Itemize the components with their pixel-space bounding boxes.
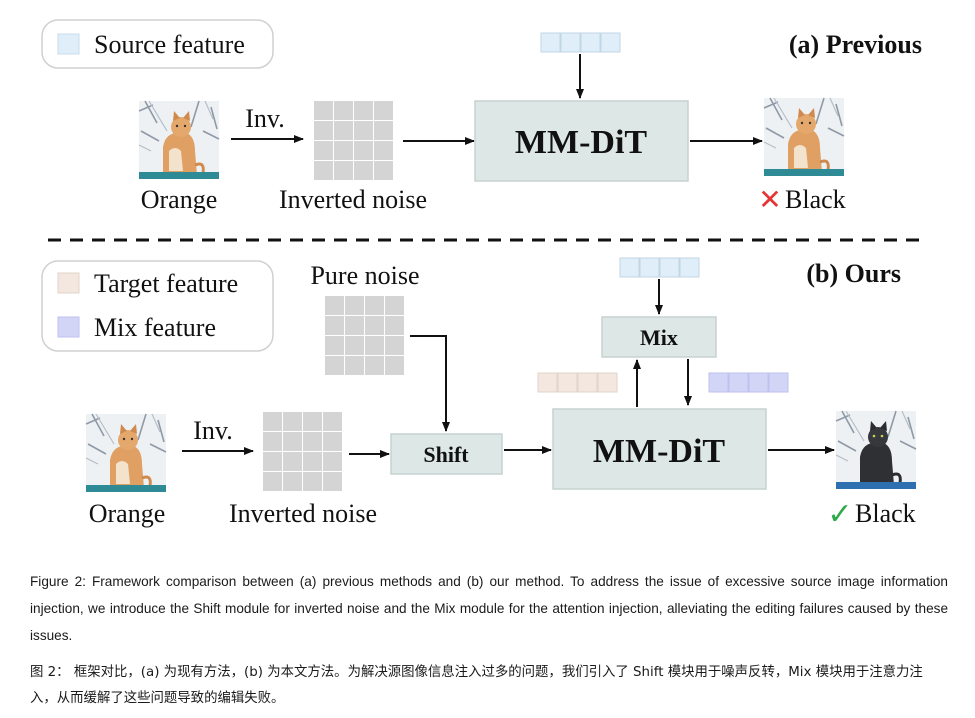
inverted-noise-grid	[314, 101, 393, 180]
cross-icon: ✕	[758, 183, 781, 216]
legend-bottom: Target feature Mix feature	[41, 260, 274, 352]
check-icon: ✓	[827, 497, 852, 532]
input-cat-orange-image-b	[84, 412, 168, 494]
mix-module	[601, 316, 717, 358]
legend-frame	[41, 260, 274, 352]
target-feature-label: Target feature	[94, 269, 238, 298]
panel-b-title: (b) Ours	[806, 259, 901, 288]
legend-top: Source feature	[41, 19, 274, 69]
shift-label: Shift	[423, 442, 469, 467]
source-feature-swatch	[57, 33, 80, 55]
legend-frame	[41, 19, 274, 69]
target-feature-tokens	[537, 372, 618, 393]
mix-source-tokens	[619, 257, 700, 278]
mm-dit-label-b: MM-DiT	[593, 433, 726, 470]
framework-diagram: Source feature (a) Previous Orange Inv. …	[41, 19, 922, 532]
inversion-label: Inv.	[245, 104, 284, 133]
figure-caption-english: Figure 2: Framework comparison between (…	[30, 574, 948, 643]
input-label-b: Orange	[89, 499, 166, 528]
pure-noise-label: Pure noise	[310, 261, 419, 290]
output-cat-black-image	[834, 409, 918, 491]
mm-dit-block-b	[552, 408, 767, 490]
mm-dit-block-a	[474, 100, 689, 182]
inverted-noise-grid-b	[263, 412, 342, 491]
mix-feature-label: Mix feature	[94, 313, 216, 342]
input-label: Orange	[141, 185, 218, 214]
inverted-noise-label: Inverted noise	[279, 185, 427, 214]
output-cat-orange-image	[762, 96, 846, 178]
source-feature-tokens	[540, 32, 621, 53]
mix-feature-tokens	[708, 372, 789, 393]
mm-dit-label-a: MM-DiT	[515, 124, 648, 161]
mix-feature-swatch	[57, 316, 80, 338]
figure-caption-chinese: 图 2： 框架对比，(a) 为现有方法，(b) 为本文方法。为解决源图像信息注入…	[30, 665, 923, 706]
inversion-label-b: Inv.	[193, 416, 232, 445]
source-feature-label: Source feature	[94, 30, 245, 59]
target-feature-swatch	[57, 272, 80, 294]
panel-a-title: (a) Previous	[789, 30, 922, 59]
output-label-a: Black	[785, 185, 846, 214]
shift-module	[390, 433, 503, 475]
mix-label: Mix	[640, 325, 678, 350]
arrow-pure-noise-to-shift	[410, 335, 450, 432]
output-label-b: Black	[855, 499, 916, 528]
inverted-noise-label-b: Inverted noise	[229, 499, 377, 528]
pure-noise-grid	[325, 296, 404, 375]
input-cat-orange-image	[137, 99, 221, 181]
